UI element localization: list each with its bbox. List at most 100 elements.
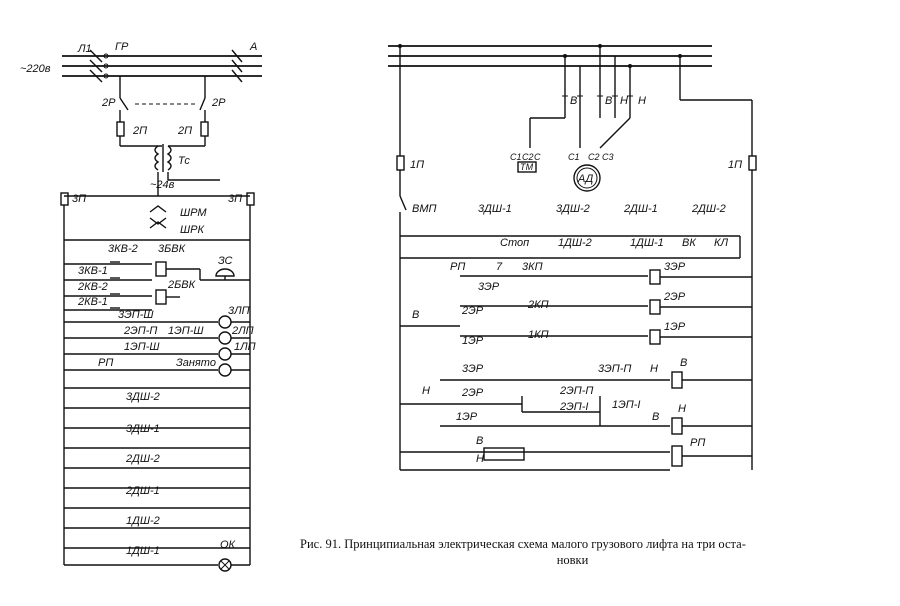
switch-a: [231, 49, 243, 83]
label-3p-right: 3П: [228, 193, 242, 205]
label-tc: Тс: [178, 155, 190, 167]
label-n-left: Н: [422, 385, 430, 397]
label-v-bot: В: [476, 435, 483, 447]
contactors-v-n: [529, 46, 633, 149]
label-1lp: 1ЛП: [234, 341, 256, 353]
label-ca: С: [534, 152, 541, 162]
label-2er-coil: 2ЭР: [663, 291, 686, 303]
label-l1: Л1: [77, 43, 92, 55]
label-1dsh2-r: 1ДШ-2: [558, 237, 592, 249]
label-c2a: С2: [522, 152, 534, 162]
lamp-rows: [64, 315, 250, 377]
label-c3: С3: [602, 152, 614, 162]
label-2kp: 2КП: [527, 299, 549, 311]
label-zanyato: Занято: [176, 357, 216, 369]
label-a: А: [249, 41, 257, 53]
label-2kv2: 2КВ-2: [77, 281, 108, 293]
label-n-bot: Н: [476, 453, 484, 465]
label-3bvk: 3БВК: [158, 243, 186, 255]
label-1dsh2: 1ДШ-2: [126, 515, 160, 527]
label-7: 7: [496, 261, 503, 273]
label-3ep-r: 3ЭП-П: [598, 363, 631, 375]
label-1p-left: 1П: [410, 159, 424, 171]
label-motor: АД: [577, 173, 593, 185]
label-2er-row: 2ЭР: [461, 387, 484, 399]
label-c1: С1: [568, 152, 580, 162]
label-2kv1: 2КВ-1: [77, 296, 108, 308]
door-contact-rows: [64, 387, 250, 549]
label-2ep-ii: 2ЭП-П: [559, 385, 593, 397]
label-2dsh2-r: 2ДШ-2: [691, 203, 726, 215]
label-tm: ТМ: [520, 162, 534, 172]
label-1ep: 1ЭП-Ш: [168, 325, 204, 337]
label-3dsh1-r: 3ДШ-1: [478, 203, 512, 215]
label-3kp: 3КП: [522, 261, 543, 273]
motor-ad: [573, 164, 601, 192]
label-2lp: 2ЛП: [231, 325, 254, 337]
label-shrm: ШРМ: [180, 207, 207, 219]
label-supply: ~220в: [20, 63, 51, 75]
direction-rows: [400, 371, 752, 471]
label-2dsh1-r: 2ДШ-1: [623, 203, 658, 215]
label-24v: ~24в: [150, 179, 175, 191]
transformer-tc: [154, 144, 172, 172]
label-n2: Н: [638, 95, 646, 107]
label-vk: ВК: [682, 237, 696, 249]
label-kl: КЛ: [714, 237, 728, 249]
left-circuit: Л1 ГР А ~220в 2Р 2Р 2П 2П Тс ~24в: [20, 41, 262, 572]
label-1ep-b: 1ЭП-Ш: [124, 341, 160, 353]
brake-magnet-tm: [517, 161, 537, 173]
label-1ep-i: 1ЭП-І: [612, 399, 640, 411]
label-2ep: 2ЭП-П: [123, 325, 157, 337]
label-v1: В: [570, 95, 577, 107]
caption-line-1: Рис. 91. Принципиальная электрическая сх…: [300, 537, 746, 551]
label-rp-r: РП: [450, 261, 465, 273]
label-1kp: 1КП: [528, 329, 549, 341]
right-circuit: В В Н Н С1 С2 С ТМ С1 С2 С3 АД 1П 1П ВМП: [388, 44, 757, 471]
kv-contact-rows: [64, 261, 201, 311]
label-2er: 2ЭР: [461, 305, 484, 317]
door-chain: [399, 235, 741, 470]
label-2r-left: 2Р: [101, 97, 116, 109]
bell-zc: [215, 268, 235, 277]
label-v2: В: [605, 95, 612, 107]
label-gr: ГР: [115, 41, 129, 53]
label-v-left: В: [412, 309, 419, 321]
label-rp: РП: [98, 357, 113, 369]
label-2ep-i: 2ЭП-І: [559, 401, 588, 413]
main-switch-gr: [89, 49, 109, 83]
caption-line-2: новки: [556, 553, 589, 567]
label-1er: 1ЭР: [462, 335, 484, 347]
label-stop: Стоп: [500, 237, 529, 249]
label-1p-right: 1П: [728, 159, 742, 171]
label-3er-coil: 3ЭР: [664, 261, 686, 273]
label-1er-coil: 1ЭР: [664, 321, 686, 333]
label-c1a: С1: [510, 152, 522, 162]
label-2bvk: 2БВК: [167, 279, 196, 291]
label-3kv2: 3КВ-2: [108, 243, 138, 255]
figure-caption: Рис. 91. Принципиальная электрическая сх…: [300, 536, 885, 568]
label-2p-left: 2П: [132, 125, 147, 137]
label-3dsh1: 3ДШ-1: [126, 423, 160, 435]
label-2p-right: 2П: [177, 125, 192, 137]
label-1dsh1: 1ДШ-1: [126, 545, 160, 557]
label-2dsh2: 2ДШ-2: [125, 453, 160, 465]
label-3p-left: 3П: [72, 193, 86, 205]
label-1dsh1-r: 1ДШ-1: [630, 237, 664, 249]
label-3dsh2-r: 3ДШ-2: [556, 203, 590, 215]
label-2dsh1: 2ДШ-1: [125, 485, 160, 497]
label-h1: Н: [650, 363, 658, 375]
label-3er-row: 3ЭР: [462, 363, 484, 375]
label-zc: ЗС: [218, 255, 233, 267]
label-c2: С2: [588, 152, 600, 162]
label-3dsh2: 3ДШ-2: [126, 391, 160, 403]
label-ok: ОК: [220, 539, 236, 551]
floor-relay-rows: [400, 269, 752, 345]
plug-shrm: [149, 205, 167, 225]
label-vmp: ВМП: [412, 203, 437, 215]
label-b-coil: В: [680, 357, 687, 369]
label-vb: В: [652, 411, 659, 423]
label-3er: 3ЭР: [478, 281, 500, 293]
label-1er-row: 1ЭР: [456, 411, 478, 423]
